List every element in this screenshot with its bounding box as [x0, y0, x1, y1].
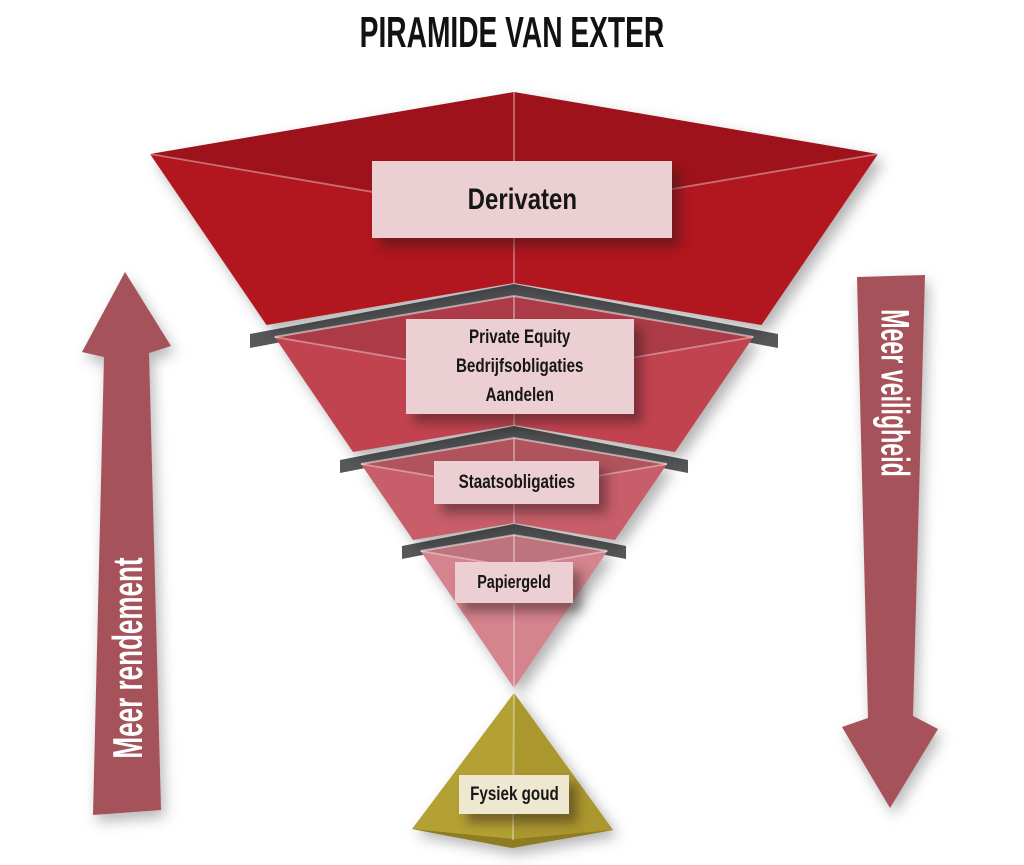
label-papiergeld: Papiergeld [477, 572, 551, 592]
arrow-down-right [842, 275, 938, 808]
label-private-equity: Private Equity [469, 327, 571, 348]
arrow-label-meer-rendement: Meer rendement [104, 557, 151, 759]
label-private-equity-lines: Private Equity Bedrijfsobligaties Aandel… [456, 323, 584, 410]
label-aandelen: Aandelen [485, 385, 555, 406]
arrow-down-shape [842, 275, 938, 808]
layer-derivaten-top-face [150, 92, 878, 216]
separator-band-3 [402, 524, 626, 559]
label-fysiek-goud: Fysiek goud [469, 783, 559, 805]
gold-pyramid-center-line [512, 692, 515, 841]
label-box-fysiek-goud: Fysiek goud [459, 775, 569, 814]
gold-pyramid [412, 692, 613, 848]
gold-pyramid-underside [412, 829, 613, 848]
label-bedrijfsobligaties: Bedrijfsobligaties [456, 356, 584, 377]
page-title: PIRAMIDE VAN EXTER [0, 8, 1024, 58]
label-derivaten: Derivaten [467, 182, 577, 216]
layer-staatsobligaties-top-edge [360, 436, 668, 465]
layer-papiergeld [420, 533, 608, 688]
layer-papiergeld-top-edge [420, 533, 608, 552]
gold-pyramid-right-face [512, 693, 613, 848]
label-staatsobligaties: Staatsobligaties [458, 471, 575, 493]
arrow-up-left [82, 272, 171, 815]
label-box-papiergeld: Papiergeld [455, 562, 573, 603]
label-box-derivaten: Derivaten [372, 161, 672, 238]
label-box-staatsobligaties: Staatsobligaties [434, 461, 599, 504]
separator-band-2 [340, 426, 688, 473]
page-title-text: PIRAMIDE VAN EXTER [359, 8, 665, 57]
arrow-up-shape [82, 272, 171, 815]
arrow-label-meer-veiligheid: Meer veiligheid [872, 309, 917, 477]
label-box-private-equity: Private Equity Bedrijfsobligaties Aandel… [406, 319, 634, 414]
layer-private-equity-top-edge [274, 294, 754, 338]
